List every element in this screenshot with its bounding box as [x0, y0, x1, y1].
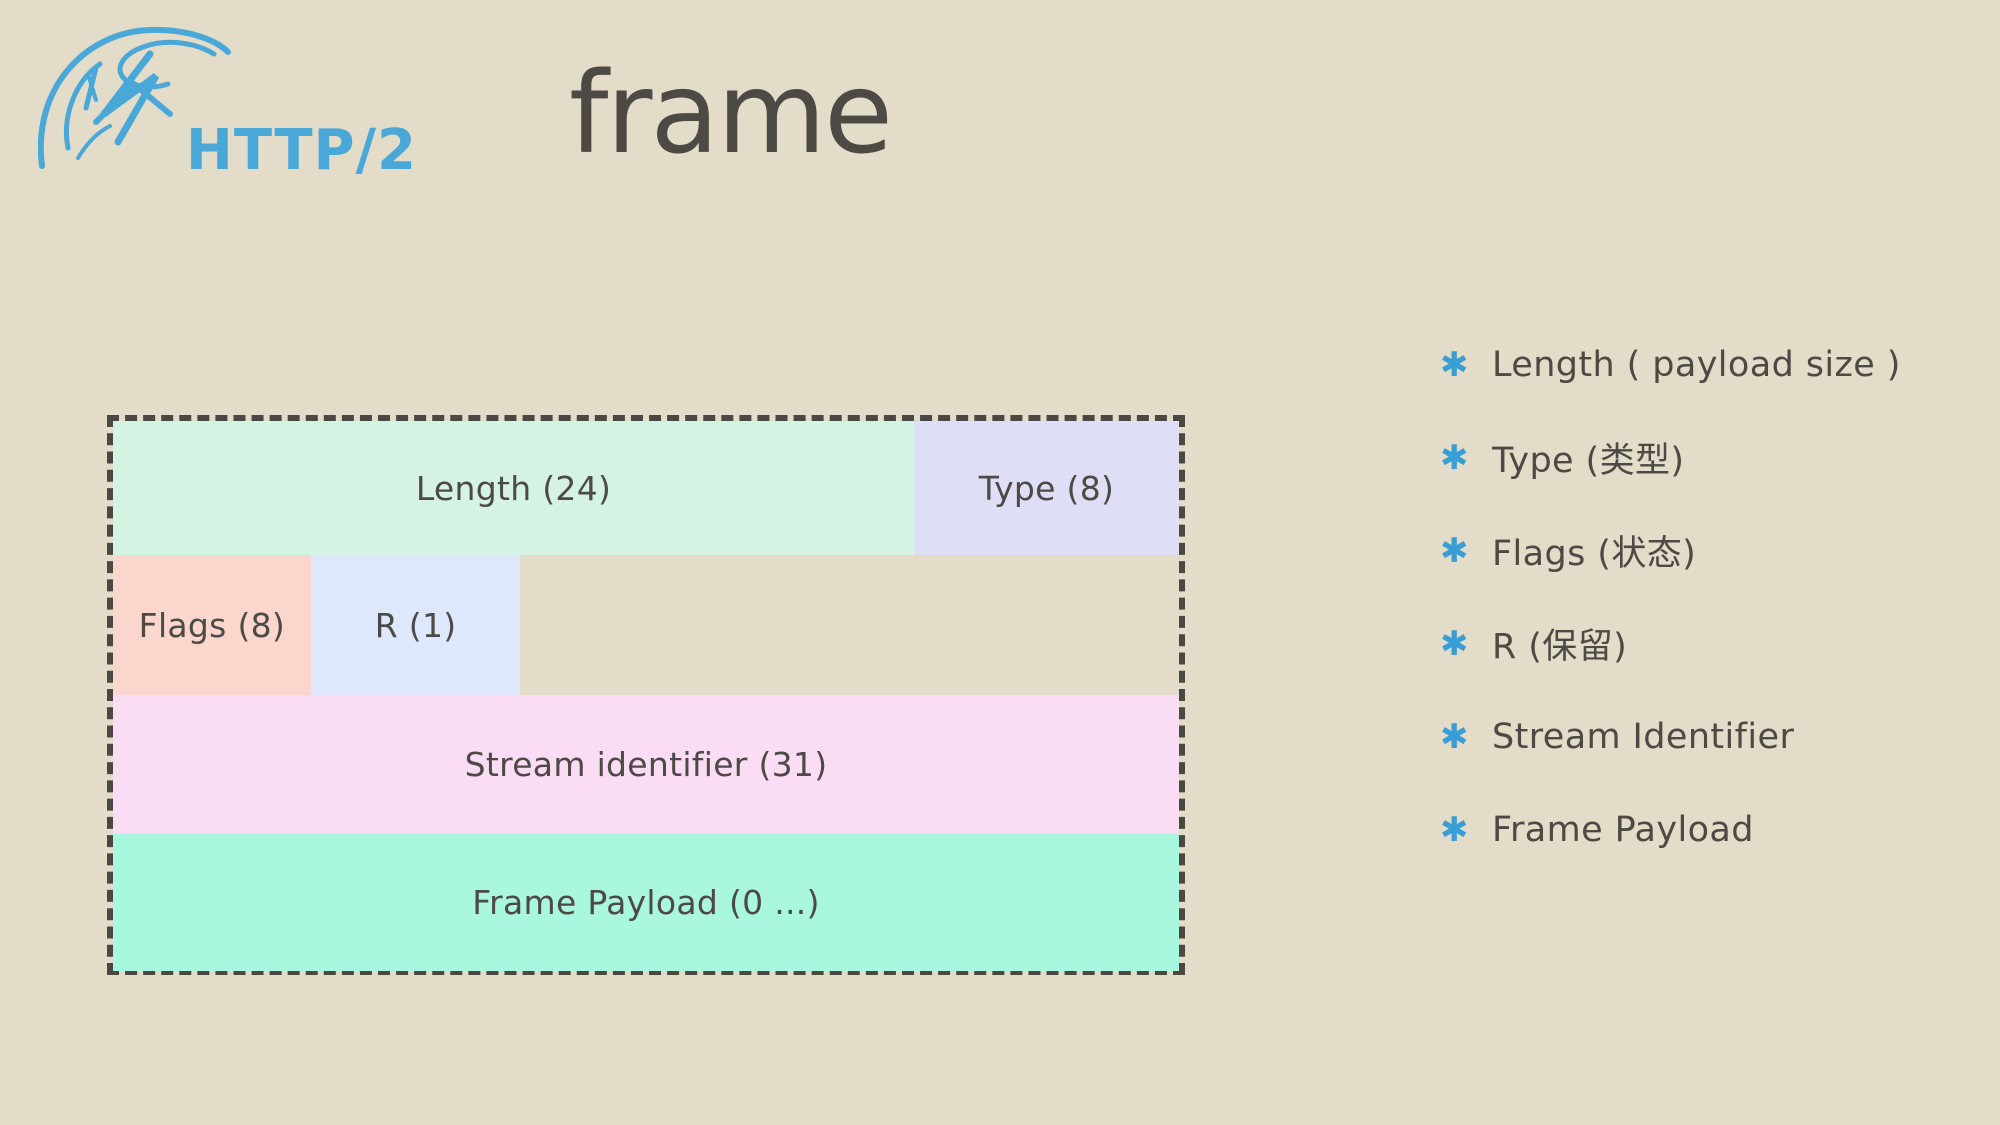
list-item-r: ✱ R (保留): [1440, 597, 1980, 690]
flags-r-row: Flags (8) R (1): [113, 555, 1179, 695]
stream-identifier-row: Stream identifier (31): [113, 695, 1179, 834]
frame-payload-row: Frame Payload (0 ...): [113, 834, 1179, 971]
list-item-label: Flags (状态): [1492, 534, 1697, 574]
list-item-label: Frame Payload: [1492, 809, 1754, 850]
http2-logo: HTTP/2: [38, 18, 416, 183]
list-item-stream-identifier: ✱ Stream Identifier: [1440, 690, 1980, 783]
list-item-length: ✱ Length ( payload size ): [1440, 318, 1980, 411]
list-item-type: ✱ Type (类型): [1440, 411, 1980, 504]
frame-field-flags: Flags (8): [113, 555, 311, 695]
frame-field-stream-identifier: Stream identifier (31): [113, 695, 1179, 834]
frame-field-empty-gap: [520, 555, 1179, 695]
frame-field-list: ✱ Length ( payload size ) ✱ Type (类型) ✱ …: [1440, 318, 1980, 876]
list-item-flags: ✱ Flags (状态): [1440, 504, 1980, 597]
frame-field-r: R (1): [310, 555, 521, 695]
page-title: frame: [568, 49, 893, 179]
logo-text: HTTP/2: [186, 118, 418, 183]
asterisk-bullet-icon: ✱: [1440, 716, 1469, 757]
list-item-label: R (保留): [1492, 627, 1628, 667]
asterisk-bullet-icon: ✱: [1440, 623, 1469, 664]
asterisk-bullet-icon: ✱: [1440, 344, 1469, 385]
http2-frame-layout-diagram: Length (24) Type (8) Flags (8) R (1) Str…: [107, 415, 1185, 975]
asterisk-bullet-icon: ✱: [1440, 437, 1469, 478]
frame-field-length: Length (24): [113, 421, 914, 555]
length-type-row: Length (24) Type (8): [113, 421, 1179, 555]
asterisk-bullet-icon: ✱: [1440, 809, 1469, 850]
frame-field-type: Type (8): [913, 421, 1179, 555]
list-item-label: Stream Identifier: [1492, 716, 1795, 757]
list-item-label: Length ( payload size ): [1492, 344, 1901, 385]
list-item-frame-payload: ✱ Frame Payload: [1440, 783, 1980, 876]
globe-network-swoosh-icon: [38, 26, 231, 169]
frame-field-frame-payload: Frame Payload (0 ...): [113, 834, 1179, 971]
asterisk-bullet-icon: ✱: [1440, 530, 1469, 571]
list-item-label: Type (类型): [1492, 441, 1685, 481]
